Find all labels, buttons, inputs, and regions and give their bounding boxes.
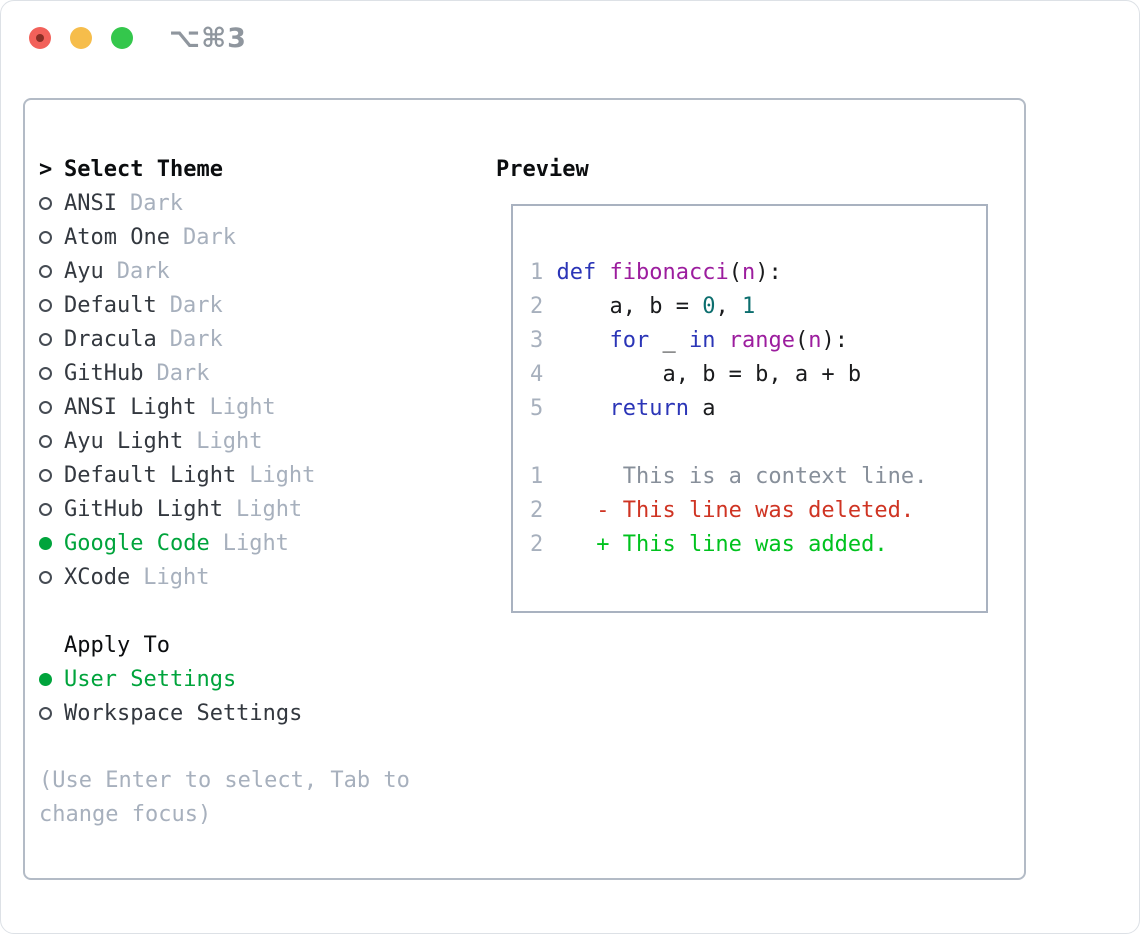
theme-name: Dracula bbox=[64, 326, 157, 352]
theme-variant-tag: Dark bbox=[129, 190, 183, 216]
theme-name: ANSI bbox=[64, 190, 117, 216]
theme-name: XCode bbox=[64, 564, 131, 590]
radio-unselected-icon bbox=[39, 264, 52, 278]
preview-line: 2 a, b = 0, 1 bbox=[530, 294, 756, 319]
theme-option-github[interactable]: GitHub Dark bbox=[39, 356, 475, 390]
preview-line bbox=[530, 222, 986, 256]
theme-option-default[interactable]: Default Dark bbox=[39, 288, 475, 322]
radio-unselected-icon bbox=[39, 366, 52, 380]
radio-unselected-icon bbox=[39, 570, 52, 584]
preview-line: 1 This is a context line. bbox=[530, 464, 928, 489]
radio-unselected-icon bbox=[39, 706, 52, 720]
radio-unselected-icon bbox=[39, 502, 52, 516]
theme-option-ayu[interactable]: Ayu Dark bbox=[39, 254, 475, 288]
theme-option-github-light[interactable]: GitHub Light Light bbox=[39, 492, 475, 526]
theme-variant-tag: Dark bbox=[169, 326, 223, 352]
theme-list-header: > Select Theme bbox=[39, 152, 475, 186]
radio-unselected-icon bbox=[39, 196, 52, 210]
theme-name: Default Light bbox=[64, 462, 237, 488]
theme-variant-tag: Light bbox=[143, 564, 210, 590]
theme-variant-tag: Dark bbox=[169, 292, 223, 318]
selection-caret-icon: > bbox=[39, 156, 53, 182]
theme-name: Ayu Light bbox=[64, 428, 184, 454]
radio-selected-icon bbox=[39, 536, 52, 550]
radio-unselected-icon bbox=[39, 400, 52, 414]
apply-option-label: User Settings bbox=[64, 666, 237, 692]
preview-line: 1 def fibonacci(n): bbox=[530, 260, 782, 285]
preview-title: Preview bbox=[496, 156, 589, 182]
radio-unselected-icon bbox=[39, 332, 52, 346]
preview-line: 2 + This line was added. bbox=[530, 532, 888, 557]
preview-header-row: Preview bbox=[496, 152, 988, 186]
theme-name: GitHub bbox=[64, 360, 144, 386]
theme-variant-tag: Light bbox=[209, 394, 276, 420]
theme-variant-tag: Light bbox=[196, 428, 263, 454]
theme-variant-tag: Dark bbox=[116, 258, 170, 284]
theme-variant-tag: Dark bbox=[156, 360, 210, 386]
theme-list-title: Select Theme bbox=[64, 156, 223, 182]
minimize-button[interactable] bbox=[70, 27, 92, 49]
theme-option-dracula[interactable]: Dracula Dark bbox=[39, 322, 475, 356]
theme-variant-tag: Light bbox=[249, 462, 316, 488]
theme-option-ayu-light[interactable]: Ayu Light Light bbox=[39, 424, 475, 458]
apply-option-label: Workspace Settings bbox=[64, 700, 303, 726]
theme-option-ansi[interactable]: ANSI Dark bbox=[39, 186, 475, 220]
preview-column: Preview 1 def fibonacci(n): 2 a, b = 0, 1… bbox=[496, 152, 988, 613]
preview-line: 5 return a bbox=[530, 396, 716, 421]
preview-box: 1 def fibonacci(n): 2 a, b = 0, 1 3 for _ … bbox=[511, 204, 988, 613]
radio-selected-icon bbox=[39, 672, 52, 686]
window-title: ⌥⌘3 bbox=[169, 23, 247, 54]
theme-option-default-light[interactable]: Default Light Light bbox=[39, 458, 475, 492]
theme-option-xcode[interactable]: XCode Light bbox=[39, 560, 475, 594]
radio-unselected-icon bbox=[39, 434, 52, 448]
preview-line bbox=[530, 426, 986, 460]
theme-variant-tag: Light bbox=[222, 530, 289, 556]
apply-to-header: Apply To bbox=[39, 628, 475, 662]
theme-variant-tag: Light bbox=[235, 496, 303, 522]
apply-option-user-settings[interactable]: User Settings bbox=[39, 662, 475, 696]
theme-name: ANSI Light bbox=[64, 394, 197, 420]
radio-unselected-icon bbox=[39, 468, 52, 482]
theme-name: Ayu bbox=[64, 258, 104, 284]
theme-name: Atom One bbox=[64, 224, 170, 250]
apply-to-title: Apply To bbox=[64, 632, 170, 658]
close-button[interactable] bbox=[29, 27, 51, 49]
theme-option-google-code[interactable]: Google Code Light bbox=[39, 526, 475, 560]
theme-name: GitHub Light bbox=[64, 496, 223, 522]
zoom-button[interactable] bbox=[111, 27, 133, 49]
theme-name: Default bbox=[64, 292, 157, 318]
help-text: (Use Enter to select, Tab to change focu… bbox=[39, 768, 410, 827]
preview-line: 4 a, b = b, a + b bbox=[530, 362, 862, 387]
preview-line: 2 - This line was deleted. bbox=[530, 498, 915, 523]
radio-unselected-icon bbox=[39, 298, 52, 312]
preview-line: 3 for _ in range(n): bbox=[530, 328, 848, 353]
theme-variant-tag: Dark bbox=[182, 224, 236, 250]
theme-option-atom-one[interactable]: Atom One Dark bbox=[39, 220, 475, 254]
theme-option-ansi-light[interactable]: ANSI Light Light bbox=[39, 390, 475, 424]
theme-name: Google Code bbox=[64, 530, 210, 556]
apply-option-workspace-settings[interactable]: Workspace Settings bbox=[39, 696, 475, 730]
traffic-lights bbox=[29, 27, 133, 49]
radio-unselected-icon bbox=[39, 230, 52, 244]
